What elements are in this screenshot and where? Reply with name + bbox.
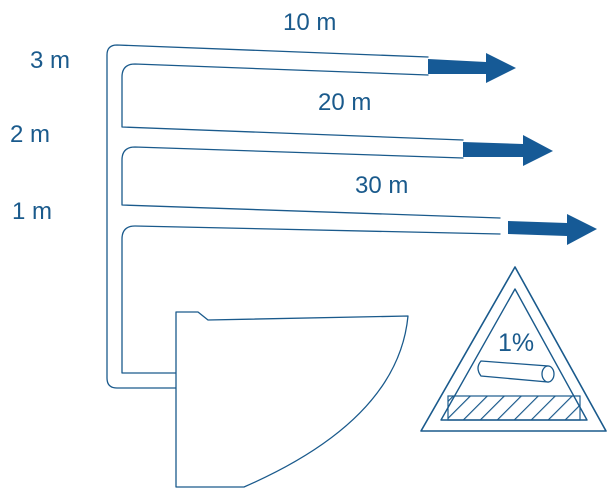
drain-basin bbox=[175, 311, 409, 488]
distance-label-30m: 30 m bbox=[355, 172, 408, 199]
height-label-3m: 3 m bbox=[30, 47, 70, 74]
arrow-right-icon bbox=[428, 53, 516, 83]
distance-label-20m: 20 m bbox=[318, 89, 371, 116]
slope-percent-label: 1% bbox=[498, 329, 534, 357]
height-label-1m: 1 m bbox=[12, 198, 52, 225]
warning-triangle-icon bbox=[420, 266, 607, 432]
ground-hatch bbox=[447, 395, 581, 421]
height-label-2m: 2 m bbox=[10, 121, 50, 148]
slope-pipe bbox=[477, 360, 555, 383]
arrow-right-icon bbox=[508, 214, 597, 245]
pipe-run bbox=[106, 44, 501, 389]
distance-label-10m: 10 m bbox=[283, 9, 336, 36]
arrow-right-icon bbox=[463, 135, 553, 166]
